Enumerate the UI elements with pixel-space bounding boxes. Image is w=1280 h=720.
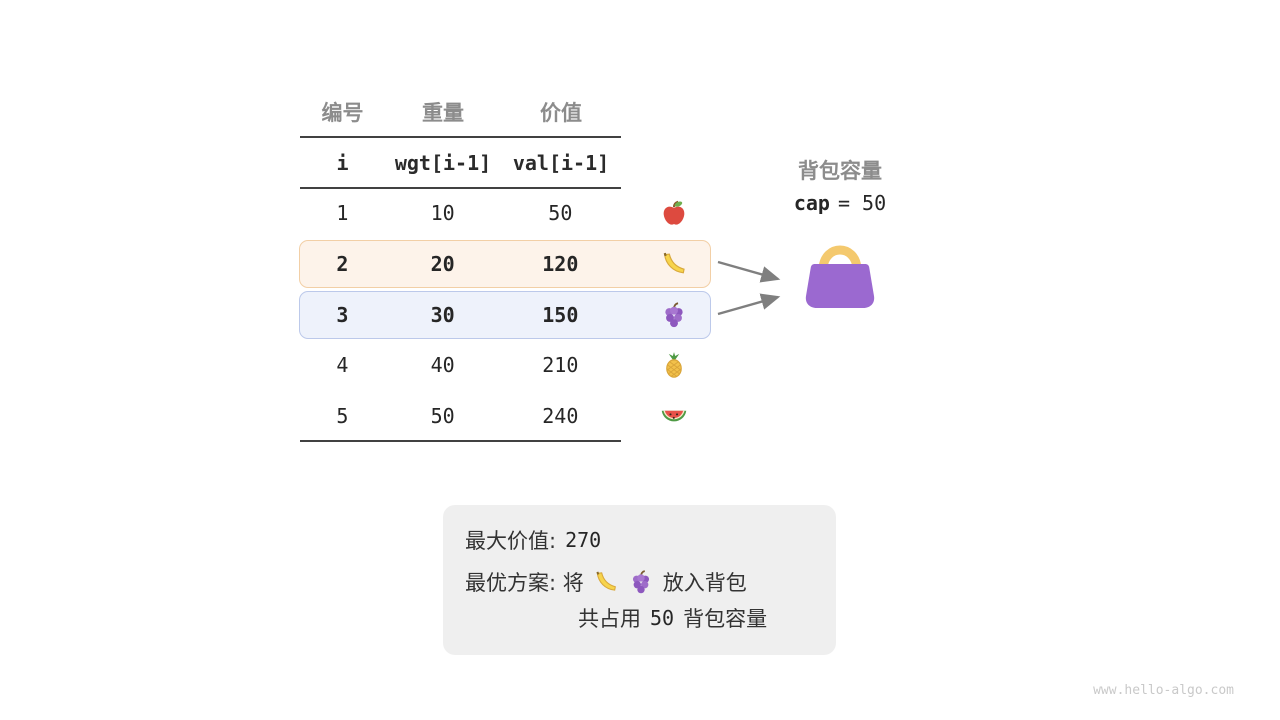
- table-row: 4 40 210: [299, 341, 711, 389]
- row-value: 120: [542, 252, 579, 276]
- table-row: 1 10 50: [299, 189, 711, 237]
- result-max-value: 最大价值: 270: [465, 523, 836, 557]
- used-number: 50: [650, 606, 675, 630]
- result-best-plan: 最优方案: 将 放入背包: [465, 565, 836, 599]
- pineapple-icon: [620, 351, 710, 379]
- banana-icon: [593, 569, 619, 595]
- header-var-i: i: [336, 151, 349, 175]
- table-row: 5 50 240: [299, 392, 711, 440]
- cap-amount: = 50: [837, 191, 887, 215]
- grapes-icon: [628, 569, 654, 595]
- header-id: 编号: [321, 101, 364, 125]
- capacity-label: 背包容量: [798, 159, 882, 183]
- used-prefix: 共占用: [578, 607, 641, 631]
- watermelon-icon: [620, 402, 710, 430]
- table-rule-top: [300, 136, 621, 138]
- row-value: 240: [542, 404, 579, 428]
- table-rule-bottom: [300, 440, 621, 442]
- row-id: 4: [336, 353, 349, 377]
- row-weight: 50: [430, 404, 455, 428]
- handbag-icon: [805, 245, 875, 308]
- row-id: 2: [336, 252, 349, 276]
- row-value: 210: [542, 353, 579, 377]
- row-weight: 20: [430, 252, 455, 276]
- row-id: 5: [336, 404, 349, 428]
- max-value-label: 最大价值:: [465, 529, 557, 553]
- row-id: 3: [336, 303, 349, 327]
- header-var-wgt: wgt[i-1]: [394, 151, 492, 175]
- header-value: 价值: [540, 101, 582, 125]
- capacity-value: cap = 50: [755, 191, 925, 215]
- cap-keyword: cap: [793, 191, 830, 215]
- result-box: 最大价值: 270 最优方案: 将: [443, 505, 836, 655]
- row-weight: 10: [430, 201, 455, 225]
- result-used-capacity: 共占用 50 背包容量: [465, 601, 836, 635]
- row-weight: 40: [430, 353, 455, 377]
- selection-arrows: [717, 260, 781, 316]
- apple-icon: [620, 199, 710, 227]
- row-value: 150: [542, 303, 579, 327]
- row-value: 50: [548, 201, 573, 225]
- plan-prefix: 最优方案: 将: [465, 571, 584, 595]
- table-header-cn: 编号 重量 价值: [300, 97, 621, 127]
- table-row-selected-banana: 2 20 120: [299, 240, 711, 288]
- table-rule-mid: [300, 187, 621, 189]
- banana-icon: [620, 250, 710, 278]
- max-value-number: 270: [565, 528, 602, 552]
- header-var-val: val[i-1]: [512, 151, 610, 175]
- row-id: 1: [336, 201, 349, 225]
- table-row-selected-grapes: 3 30 150: [299, 291, 711, 339]
- watermark: www.hello-algo.com: [1093, 683, 1234, 698]
- table-header-code: i wgt[i-1] val[i-1]: [300, 148, 621, 178]
- plan-suffix: 放入背包: [662, 571, 747, 595]
- row-weight: 30: [430, 303, 455, 327]
- header-weight: 重量: [422, 101, 464, 125]
- used-suffix: 背包容量: [683, 607, 768, 631]
- grapes-icon: [620, 301, 710, 329]
